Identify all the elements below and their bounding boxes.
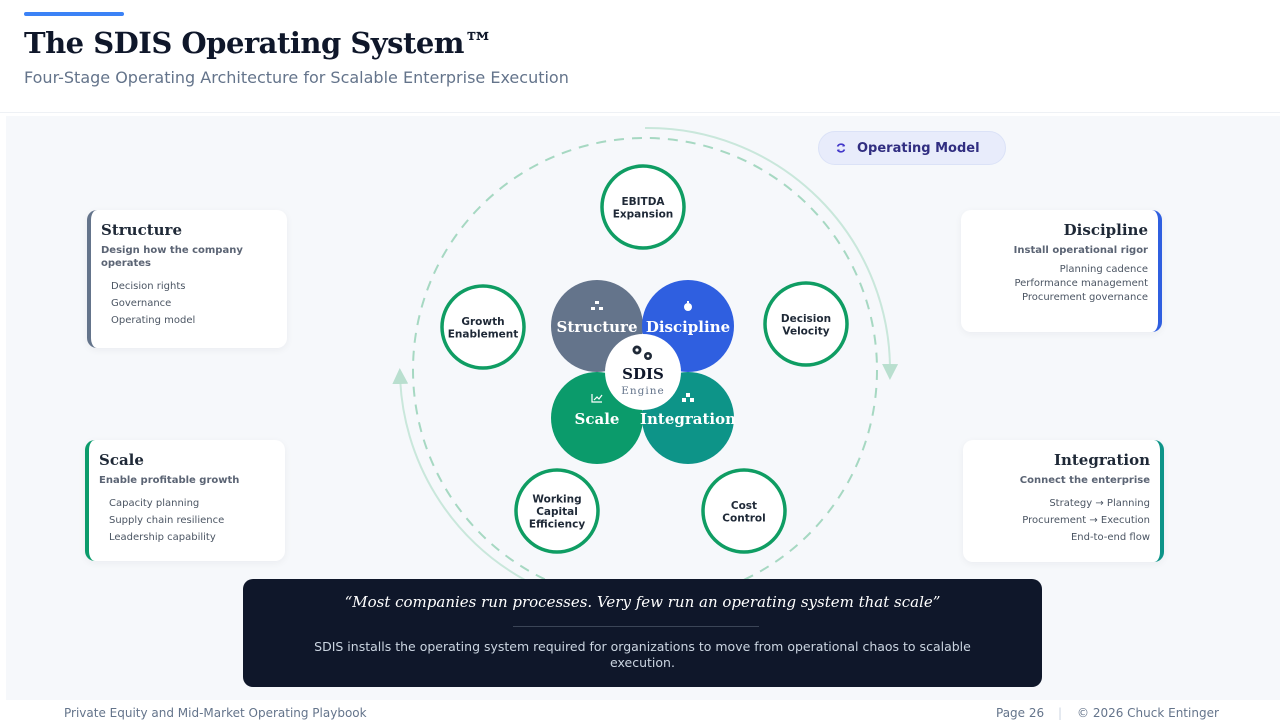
quote-body: SDIS installs the operating system requi… — [314, 639, 971, 670]
card-subtitle: Connect the enterprise — [1019, 475, 1150, 486]
outcome-label: Expansion — [613, 208, 674, 220]
card-title: Integration — [1053, 451, 1150, 469]
hierarchy-icon — [591, 301, 603, 310]
scale-card: Scale Enable profitable growth Capacity … — [85, 440, 285, 561]
quadrant-label: Scale — [575, 410, 620, 428]
outcome-ring — [600, 164, 686, 250]
structure-card: Structure Design how the company operate… — [87, 210, 287, 348]
badge-label: Operating Model — [857, 140, 980, 156]
card-list: Planning cadence Performance management … — [971, 263, 1148, 305]
list-item: Strategy → Planning — [1049, 498, 1150, 509]
title-accent-bar — [24, 12, 124, 16]
outcome-label: Decision — [781, 313, 831, 325]
card-subtitle: Design how the company operates — [101, 245, 243, 269]
hub-circle — [605, 334, 681, 410]
page-title: The SDIS Operating System™ — [24, 26, 493, 60]
outcome-label: Enablement — [448, 328, 519, 340]
card-list: Decision rights Governance Operating mod… — [101, 278, 277, 329]
outcome-nodes: EBITDAExpansionDecisionVelocityCostContr… — [440, 164, 849, 554]
list-item: Planning cadence — [1059, 264, 1148, 275]
refresh-icon — [836, 143, 846, 153]
list-item: Operating model — [111, 315, 196, 326]
gears-icon — [632, 345, 652, 360]
list-item: Procurement → Execution — [1022, 515, 1150, 526]
footer-separator: | — [1058, 706, 1063, 720]
outcome-ring — [763, 281, 849, 367]
outcome-label: EBITDA — [621, 196, 665, 208]
flow-arrow-right — [644, 126, 899, 380]
operating-model-badge[interactable]: Operating Model — [818, 131, 1006, 165]
quadrant-label: Integration — [640, 410, 736, 428]
footer-page-number: Page 26 — [996, 706, 1045, 720]
quadrant-label: Structure — [557, 318, 638, 336]
hub-subtitle: Engine — [621, 385, 664, 397]
list-item: Decision rights — [111, 281, 186, 292]
outcome-label: Growth — [461, 316, 504, 328]
card-title: Scale — [99, 451, 144, 469]
flow-arrow-left — [392, 368, 526, 581]
list-item: Capacity planning — [109, 498, 200, 509]
page-subtitle: Four-Stage Operating Architecture for Sc… — [24, 68, 569, 87]
integration-card: Integration Connect the enterprise Strat… — [963, 440, 1164, 562]
list-item: Supply chain resilience — [109, 515, 225, 526]
footer-playbook: Private Equity and Mid-Market Operating … — [64, 706, 367, 720]
list-item: Performance management — [1014, 278, 1148, 289]
card-list: Capacity planning Supply chain resilienc… — [99, 495, 275, 546]
outcome-ring — [701, 468, 787, 554]
outcome-label: Capital — [536, 506, 578, 518]
footer-copyright: © 2026 Chuck Entinger — [1077, 706, 1219, 720]
card-subtitle: Install operational rigor — [1013, 245, 1148, 256]
list-item: Governance — [111, 298, 172, 309]
list-item: Procurement governance — [1021, 292, 1148, 303]
quote-divider — [513, 626, 759, 627]
outcome-label: Control — [722, 512, 765, 524]
cubes-icon — [682, 393, 694, 402]
engine-hub: SDIS Engine — [605, 334, 681, 410]
discipline-card: Discipline Install operational rigor Pla… — [961, 210, 1162, 332]
hub-title: SDIS — [622, 365, 664, 383]
list-item: End-to-end flow — [1070, 532, 1150, 543]
stopwatch-icon — [684, 301, 692, 311]
chart-icon — [591, 394, 603, 403]
quote-text: “Most companies run processes. Very few … — [344, 593, 941, 611]
outcome-label: Velocity — [782, 325, 829, 337]
header-divider — [0, 112, 1280, 113]
card-list: Strategy → Planning Procurement → Execut… — [973, 495, 1150, 546]
quadrant-label: Discipline — [646, 318, 730, 336]
outcome-label: Cost — [731, 500, 757, 512]
list-item: Leadership capability — [109, 532, 216, 543]
outcome-ring — [440, 284, 526, 370]
outcome-ring — [514, 468, 600, 554]
outcome-label: Working — [532, 494, 581, 506]
outcome-label: Efficiency — [529, 519, 586, 531]
card-title: Discipline — [1063, 221, 1148, 239]
quote-panel: “Most companies run processes. Very few … — [243, 579, 1042, 687]
card-subtitle: Enable profitable growth — [99, 475, 240, 486]
card-title: Structure — [101, 221, 182, 239]
